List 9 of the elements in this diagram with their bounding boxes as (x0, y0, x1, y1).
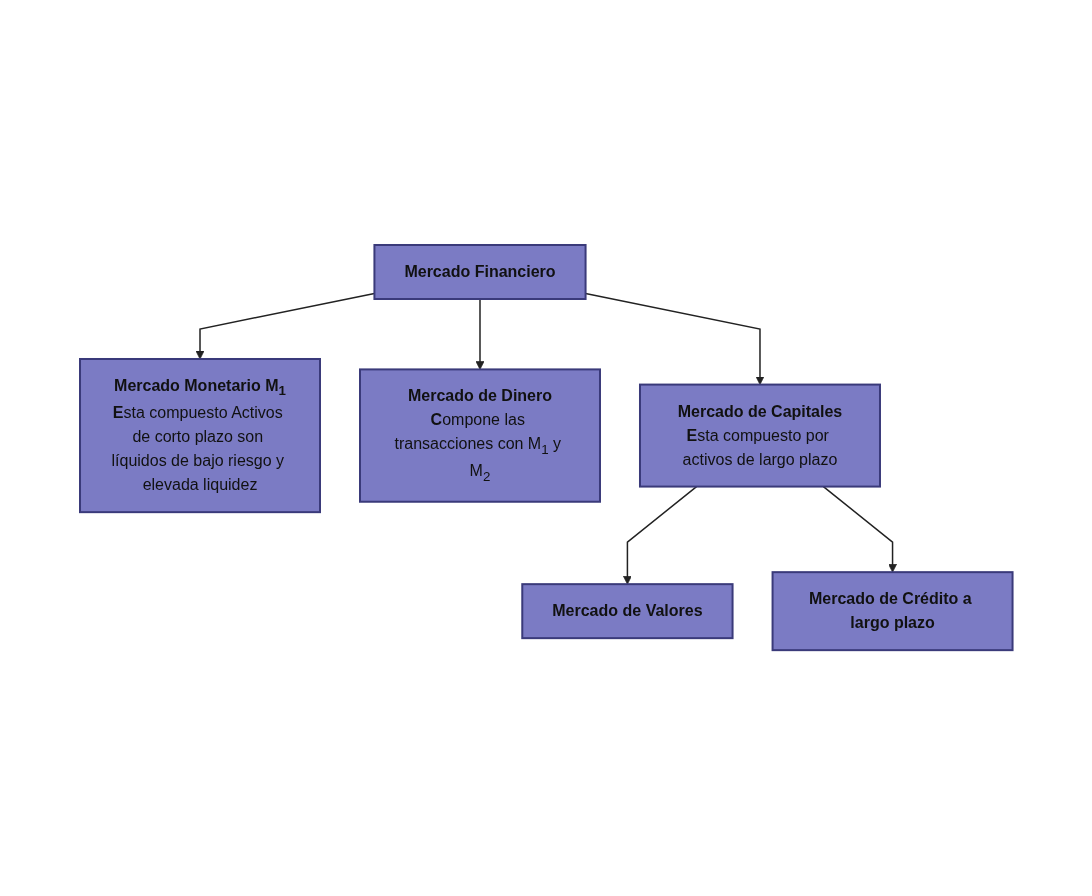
arrow (622, 486, 697, 585)
node-box: Mercado de Crédito a largo plazo (771, 571, 1014, 652)
node-box: Mercado Financiero (373, 244, 587, 301)
arrow (195, 293, 375, 360)
node-box: Mercado Monetario M$_{1}$ Esta compuesto Activos de corto plazo son líquidos de bajo riesgo y elevada liquidez (78, 358, 321, 514)
node-box: Mercado de Capitales Esta compuesto por activos de largo plazo (638, 384, 881, 488)
node-box: Mercado de Dinero Compone las transacciones con M$_{1}$ y M$_{2}$ (358, 368, 601, 504)
node-box: Mercado de Valores (521, 583, 734, 640)
arrow (822, 486, 897, 573)
